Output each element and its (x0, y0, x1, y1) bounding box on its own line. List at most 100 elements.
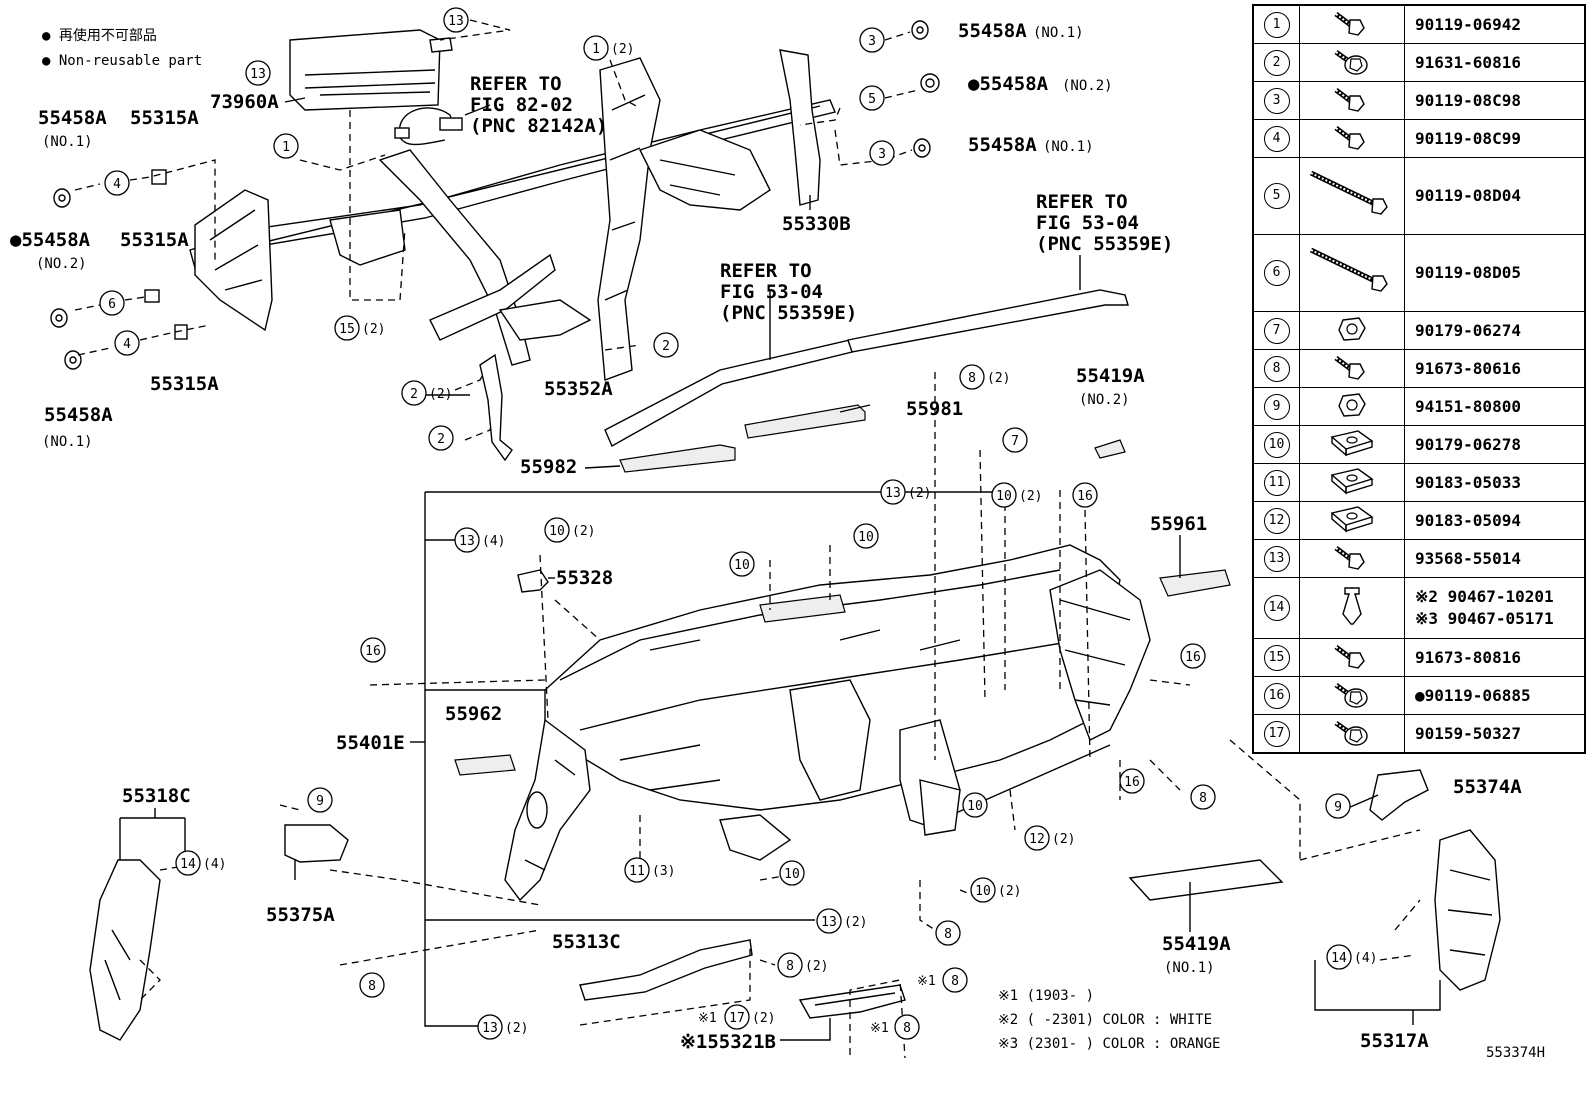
item-number-cell: 17 (1252, 714, 1300, 754)
note-2: ※2 ( -2301) COLOR : WHITE (998, 1012, 1212, 1028)
callout-4: 4 (113, 177, 121, 192)
callout-13: 13 (250, 67, 266, 82)
callout-13: 13 (821, 915, 837, 930)
callout-10: 10 (967, 799, 983, 814)
part-number-cell: 93568-55014 (1404, 539, 1586, 578)
callout-9: 9 (1334, 800, 1342, 815)
label-55458A-no2: ●55458A (968, 73, 1049, 95)
item-number-badge: 8 (1263, 355, 1290, 382)
callout-16: 16 (1077, 489, 1093, 504)
brace-55313C (579, 939, 753, 1001)
callout-qty: (2) (987, 371, 1010, 386)
callout-9: 9 (316, 794, 324, 809)
long-bolt-icon (1299, 157, 1405, 235)
part-number-cell: 90183-05033 (1404, 463, 1586, 502)
pad-no2 (1094, 439, 1126, 459)
ref-fig53-line3: (PNC 55359E) (1036, 233, 1173, 255)
part-number: 93568-55014 (1415, 548, 1521, 568)
part-number-cell: 90119-08C98 (1404, 81, 1586, 120)
center-bracket (479, 353, 513, 462)
callout-10: 10 (858, 530, 874, 545)
callout-qty: (2) (844, 915, 867, 930)
part-number: 91631-60816 (1415, 52, 1521, 72)
callout-qty: (2) (505, 1021, 528, 1036)
callout-note-ref: ※1 (917, 974, 936, 989)
bolt-icon (1299, 81, 1405, 120)
part-number: 90119-08C98 (1415, 90, 1521, 110)
label-73960A: 73960A (210, 91, 279, 113)
left-fasteners (50, 169, 188, 370)
callout-qty: (2) (998, 884, 1021, 899)
part-number-alt: ※3 90467-05171 (1415, 609, 1554, 628)
ref-fig82-line1: REFER TO (470, 73, 562, 95)
part-number-cell: 90183-05094 (1404, 501, 1586, 540)
clip-nut-icon (1299, 425, 1405, 464)
callout-10: 10 (549, 524, 565, 539)
nut-icon (1299, 311, 1405, 350)
parts-table-row: 6 90119-08D05 (1252, 234, 1586, 312)
part-number-cell: 90179-06278 (1404, 425, 1586, 464)
callout-2: 2 (437, 432, 445, 447)
register-moulding (604, 289, 1129, 473)
instrument-panel-reinforcement (189, 49, 836, 381)
label-55375A: 55375A (266, 904, 335, 926)
part-number: 90159-50327 (1415, 723, 1521, 743)
ref-fig82-line3: (PNC 82142A) (470, 115, 607, 137)
item-number-badge: 15 (1263, 644, 1290, 671)
parts-table-row: 2 91631-60816 (1252, 43, 1586, 82)
label-55374A: 55374A (1453, 776, 1522, 798)
label-sub: (NO.1) (1164, 960, 1215, 976)
callout-8: 8 (944, 927, 952, 942)
item-number-badge: 6 (1263, 260, 1290, 286)
part-number: 90119-08C99 (1415, 128, 1521, 148)
parts-table-row: 15 91673-80816 (1252, 638, 1586, 677)
bolt-icon (1299, 119, 1405, 158)
label-55962: 55962 (445, 703, 502, 725)
label-sub: (NO.1) (1033, 25, 1084, 41)
parts-table-row: 4 90119-08C99 (1252, 119, 1586, 158)
label-55981: 55981 (906, 398, 963, 420)
part-number: 90119-08D04 (1415, 186, 1521, 205)
parts-table-row: 3 90119-08C98 (1252, 81, 1586, 120)
callout-8: 8 (951, 974, 959, 989)
item-number-badge: 4 (1263, 125, 1290, 152)
callout-qty: (4) (1354, 951, 1377, 966)
item-number-cell: 3 (1252, 81, 1300, 120)
callout-14: 14 (180, 857, 196, 872)
bolt-icon (1299, 539, 1405, 578)
callout-2: 2 (410, 387, 418, 402)
label-55458A-no2: ●55458A (10, 229, 91, 251)
sensor-55328 (517, 569, 549, 593)
callout-7: 7 (1011, 434, 1019, 449)
callout-qty: (2) (611, 42, 634, 57)
callout-qty: (2) (572, 524, 595, 539)
side-register-left (454, 754, 516, 776)
item-number-badge: 7 (1263, 317, 1290, 344)
part-number: 90119-08D05 (1415, 263, 1521, 282)
part-number: ※2 90467-10201 (1415, 587, 1554, 606)
callout-3: 3 (878, 147, 886, 162)
callout-8: 8 (368, 979, 376, 994)
part-number: 90119-06942 (1415, 14, 1521, 34)
callout-10: 10 (784, 867, 800, 882)
label-55401E: 55401E (336, 732, 405, 754)
callouts: 13 13 1 1 (2) 3 5 3 4 6 4 15 (2) 2 2 (2)… (99, 7, 1377, 1040)
callout-qty: (2) (805, 959, 828, 974)
callout-8: 8 (968, 371, 976, 386)
callout-16: 16 (1124, 775, 1140, 790)
item-number-badge: 11 (1263, 469, 1290, 496)
callout-12: 12 (1029, 832, 1045, 847)
callout-qty: (2) (1052, 832, 1075, 847)
part-number: 91673-80816 (1415, 647, 1521, 667)
callout-11: 11 (629, 864, 645, 879)
part-number-cell: 90119-08C99 (1404, 119, 1586, 158)
bolt-icon (1299, 4, 1405, 44)
bolt-washer-icon (1299, 714, 1405, 754)
part-number-cell: ●90119-06885 (1404, 676, 1586, 715)
part-number: ●90119-06885 (1415, 685, 1531, 705)
item-number-badge: 2 (1263, 49, 1290, 76)
ref-fig53-line2: FIG 53-04 (720, 281, 823, 303)
callout-1: 1 (592, 42, 600, 57)
